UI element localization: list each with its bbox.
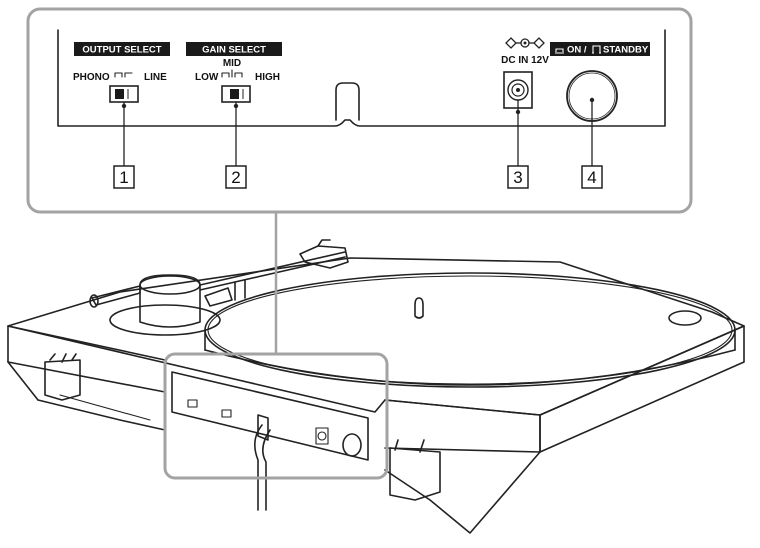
callout-1: 1	[113, 165, 135, 189]
power-standby-label: STANDBY	[603, 45, 649, 56]
cue-hole	[668, 310, 702, 326]
enlarged-rear-panel: OUTPUT SELECT PHONO LINE GAIN SELECT MID…	[26, 7, 693, 214]
cable-slot	[335, 82, 360, 121]
gain-select: GAIN SELECT MID LOW HIGH	[186, 42, 282, 103]
mini-output-switch	[187, 399, 198, 408]
counterweight	[139, 274, 201, 328]
gain-select-tag	[186, 42, 282, 56]
gain-high-label: HIGH	[255, 72, 280, 83]
svg-text:4: 4	[587, 168, 596, 187]
callout-2: 2	[225, 165, 247, 189]
plinth-right-face	[539, 325, 745, 453]
panel-highlight-frame	[163, 352, 389, 480]
tonearm	[89, 239, 349, 336]
platter	[204, 272, 736, 388]
mini-gain-switch	[221, 409, 232, 418]
gain-low-label: LOW	[195, 72, 219, 83]
left-clip	[44, 359, 81, 401]
plinth-top	[7, 257, 745, 416]
output-phono-label: PHONO	[73, 72, 110, 83]
gain-select-title: GAIN SELECT	[202, 45, 266, 56]
callout-4: 4	[581, 165, 603, 189]
power-cable	[254, 424, 271, 511]
output-line-label: LINE	[144, 72, 167, 83]
spindle	[414, 297, 424, 319]
turntable-illustration	[7, 239, 745, 534]
mini-dc-jack	[315, 427, 329, 445]
right-clip	[389, 447, 441, 501]
dc-polarity-icon	[505, 37, 545, 49]
gain-mid-label: MID	[223, 58, 241, 69]
svg-text:2: 2	[231, 168, 240, 187]
power-on-label: ON /	[567, 45, 587, 56]
callout-3: 3	[507, 165, 529, 189]
standby-symbol-icon	[592, 45, 601, 54]
svg-text:3: 3	[513, 168, 522, 187]
power-on-symbol-icon	[555, 48, 564, 54]
plinth-base	[37, 391, 541, 534]
rear-panel-mini	[171, 371, 369, 511]
output-select-tag	[74, 42, 170, 56]
plinth-front	[7, 325, 166, 393]
output-select-title: OUTPUT SELECT	[82, 45, 161, 56]
mini-power-button	[342, 433, 362, 457]
dc-in-label: DC IN 12V	[501, 55, 549, 66]
output-select: OUTPUT SELECT PHONO LINE	[73, 42, 170, 103]
svg-text:1: 1	[119, 168, 128, 187]
